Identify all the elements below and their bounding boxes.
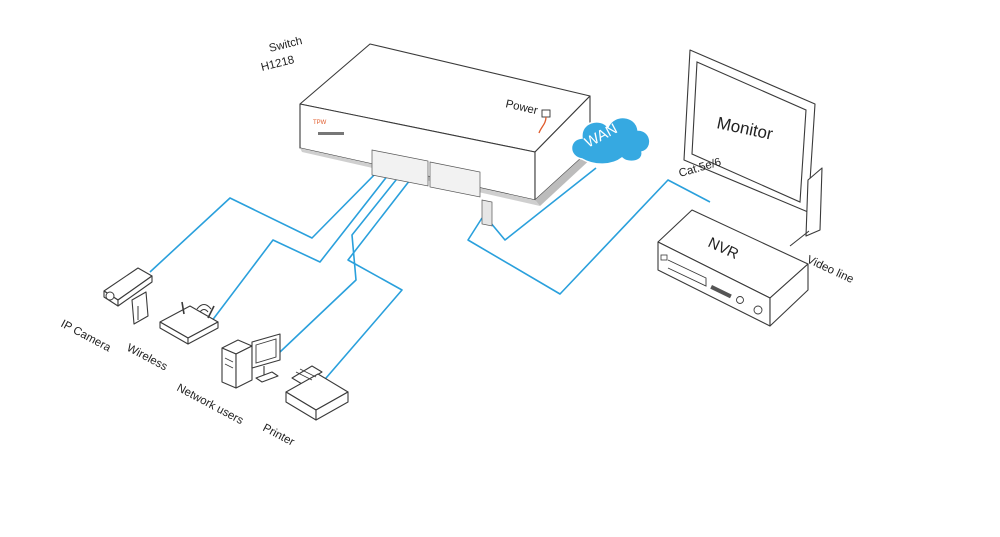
nvr-device: NVR	[657, 209, 809, 327]
power-socket-icon	[541, 109, 551, 118]
switch-port-block	[371, 149, 493, 227]
switch-label: Switch	[268, 35, 304, 55]
power-cord	[538, 116, 547, 134]
cable-wan	[489, 167, 597, 241]
monitor-device: Monitor	[683, 49, 823, 247]
switch-device: TPW	[299, 43, 594, 227]
switch-led-strip	[318, 132, 344, 135]
camera-lens-icon	[105, 291, 115, 301]
network-users-device	[221, 333, 281, 389]
cable-network-users	[279, 174, 401, 353]
wifi-signal-icon	[199, 308, 209, 313]
nvr-button-bank	[710, 285, 732, 299]
cable-ip-camera	[149, 165, 384, 273]
power-connector	[538, 109, 551, 134]
cable-printer	[319, 179, 411, 386]
printer-device	[285, 365, 349, 421]
printer-label: Printer	[261, 422, 297, 449]
cable-nvr	[467, 179, 711, 295]
cables	[149, 165, 711, 386]
ip-camera-device	[103, 267, 153, 325]
network-users-label: Network users	[175, 382, 246, 427]
video-line-label: Video line	[805, 254, 856, 286]
wan-cloud: WAN	[570, 116, 651, 165]
nvr-power-button	[660, 254, 668, 261]
switch-brand-logo: TPW	[313, 120, 327, 126]
cable-wireless	[207, 169, 393, 327]
wireless-label: Wireless	[125, 342, 170, 373]
nvr-knob-large	[753, 305, 763, 315]
wireless-router-device	[159, 301, 219, 345]
ip-camera-label: IP Camera	[59, 318, 114, 355]
nvr-knob	[736, 296, 744, 304]
switch-model-label: H1218	[260, 54, 296, 74]
